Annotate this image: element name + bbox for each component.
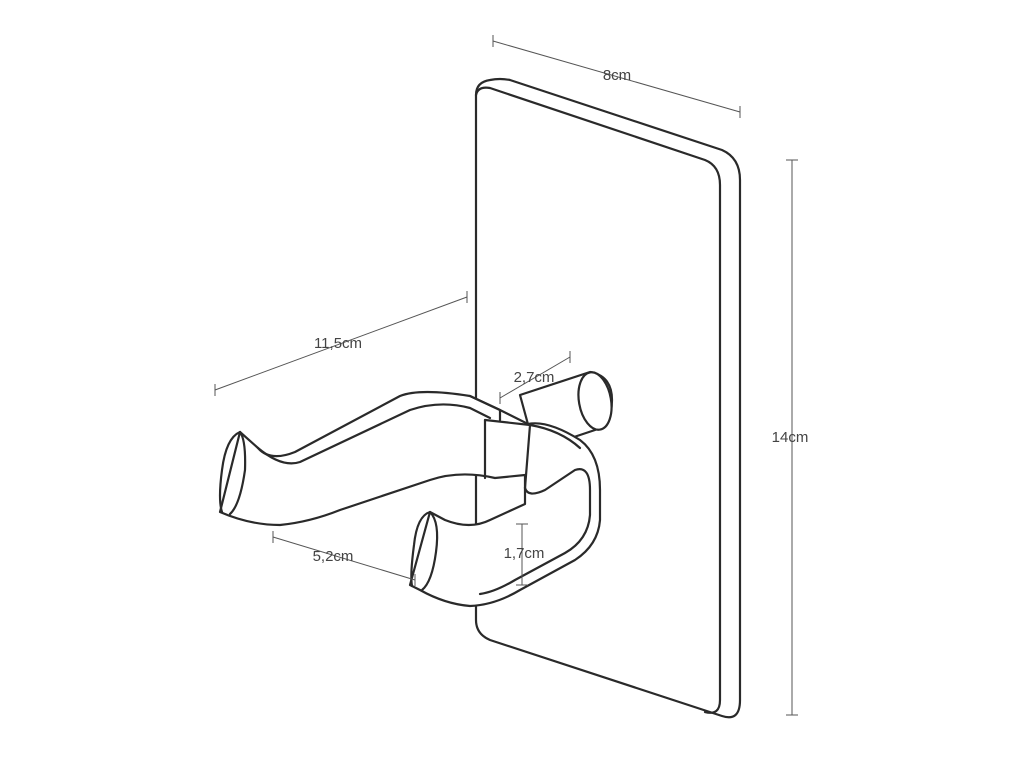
post-label: 2,7cm (514, 369, 555, 386)
dimension-lines (214, 35, 798, 716)
arm-gap-label: 5,2cm (313, 548, 354, 565)
hook-arms (218, 390, 602, 608)
height-label: 14cm (772, 429, 809, 446)
width-label: 8cm (603, 67, 631, 84)
depth-label: 11,5cm (314, 335, 362, 352)
arm-height-label: 1,7cm (504, 545, 545, 562)
